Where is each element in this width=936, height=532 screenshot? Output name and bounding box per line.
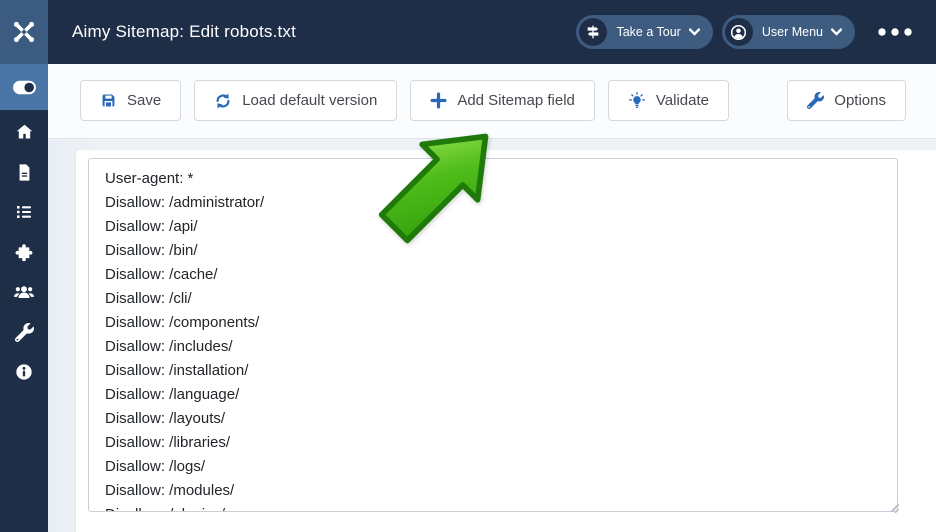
options-label: Options <box>834 92 886 109</box>
save-label: Save <box>127 92 162 109</box>
menu-toggle-icon <box>12 80 36 94</box>
sidebar-item-menus[interactable] <box>0 192 48 232</box>
lightbulb-icon <box>628 91 645 108</box>
load-default-version-label: Load default version <box>242 92 378 109</box>
map-signs-icon <box>579 18 608 46</box>
sidebar-item-home[interactable] <box>0 112 48 152</box>
more-options-button[interactable] <box>872 21 918 43</box>
info-icon <box>16 364 32 380</box>
joomla-logo[interactable] <box>0 0 48 64</box>
toolbar: Save Load default version Add Sitemap fi… <box>48 64 936 139</box>
save-button[interactable]: Save <box>80 80 182 121</box>
home-icon <box>16 124 32 139</box>
ellipsis-icon <box>878 28 912 36</box>
menu-toggle-button[interactable] <box>0 64 48 110</box>
user-menu-label: User Menu <box>761 25 823 39</box>
sidebar <box>0 0 48 532</box>
sidebar-item-content[interactable] <box>0 152 48 192</box>
sidebar-item-help[interactable] <box>0 352 48 392</box>
topbar: Aimy Sitemap: Edit robots.txt Take a Tou… <box>48 0 936 64</box>
take-a-tour-button[interactable]: Take a Tour <box>576 15 713 49</box>
page-title: Aimy Sitemap: Edit robots.txt <box>72 22 297 41</box>
validate-label: Validate <box>655 92 709 109</box>
sidebar-item-system[interactable] <box>0 312 48 352</box>
sidebar-item-users[interactable] <box>0 272 48 312</box>
user-menu-button[interactable]: User Menu <box>721 15 855 49</box>
main-content: Save Load default version Add Sitemap fi… <box>48 64 936 532</box>
topbar-actions: Take a Tour User Menu <box>576 15 918 49</box>
validate-button[interactable]: Validate <box>607 80 729 121</box>
add-sitemap-field-button[interactable]: Add Sitemap field <box>410 80 595 121</box>
wrench-icon <box>14 322 34 342</box>
chevron-down-icon <box>831 28 842 36</box>
add-sitemap-field-label: Add Sitemap field <box>457 92 575 109</box>
load-default-version-button[interactable]: Load default version <box>194 80 398 121</box>
robots-txt-editor[interactable]: User-agent: * Disallow: /administrator/ … <box>88 158 898 512</box>
document-icon <box>19 163 29 181</box>
users-icon <box>13 286 35 299</box>
editor-card: User-agent: * Disallow: /administrator/ … <box>76 150 936 532</box>
options-button[interactable]: Options <box>787 80 906 121</box>
take-a-tour-label: Take a Tour <box>616 25 681 39</box>
puzzle-icon <box>14 243 32 261</box>
user-circle-icon <box>724 18 753 46</box>
joomla-logo-icon <box>13 21 35 43</box>
resize-handle[interactable] <box>890 502 900 512</box>
list-icon <box>17 206 32 218</box>
save-icon <box>102 94 115 107</box>
wrench-icon <box>807 92 825 109</box>
plus-icon <box>430 92 447 109</box>
chevron-down-icon <box>688 28 700 36</box>
sidebar-item-components[interactable] <box>0 232 48 272</box>
refresh-icon <box>216 92 230 109</box>
